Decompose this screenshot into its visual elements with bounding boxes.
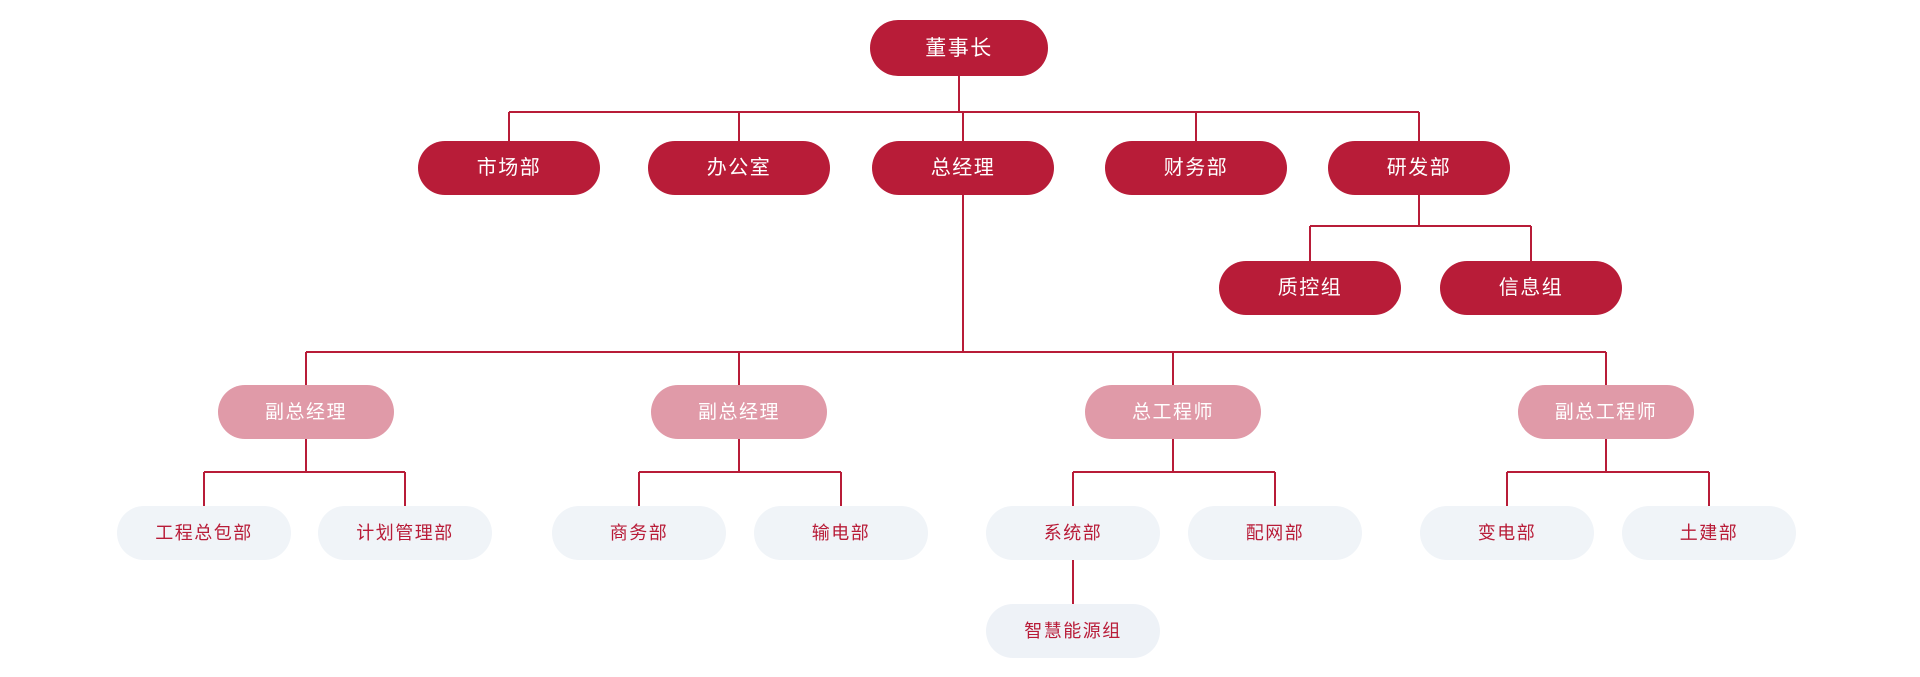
org-node-label: 副总经理 bbox=[264, 401, 347, 423]
org-node-n2[interactable]: 办公室 bbox=[648, 141, 830, 195]
org-node-label: 系统部 bbox=[1043, 523, 1103, 543]
org-node-n16[interactable]: 系统部 bbox=[986, 506, 1160, 560]
org-node-n14[interactable]: 商务部 bbox=[552, 506, 726, 560]
org-node-label: 总经理 bbox=[930, 157, 996, 179]
org-node-n19[interactable]: 土建部 bbox=[1622, 506, 1796, 560]
org-node-label: 办公室 bbox=[706, 157, 772, 179]
org-node-n18[interactable]: 变电部 bbox=[1420, 506, 1594, 560]
org-node-label: 市场部 bbox=[476, 157, 542, 179]
org-node-label: 土建部 bbox=[1679, 523, 1739, 543]
org-node-n3[interactable]: 总经理 bbox=[872, 141, 1054, 195]
org-node-n20[interactable]: 智慧能源组 bbox=[986, 604, 1160, 658]
org-node-label: 计划管理部 bbox=[356, 523, 454, 543]
org-node-n8[interactable]: 副总经理 bbox=[218, 385, 394, 439]
org-node-n4[interactable]: 财务部 bbox=[1105, 141, 1287, 195]
org-node-n17[interactable]: 配网部 bbox=[1188, 506, 1362, 560]
org-node-label: 变电部 bbox=[1477, 523, 1537, 543]
org-node-n5[interactable]: 研发部 bbox=[1328, 141, 1510, 195]
org-node-n0[interactable]: 董事长 bbox=[870, 20, 1048, 76]
org-node-label: 财务部 bbox=[1163, 157, 1229, 179]
org-node-label: 输电部 bbox=[811, 523, 871, 543]
org-node-label: 信息组 bbox=[1498, 277, 1564, 299]
org-node-label: 董事长 bbox=[925, 36, 993, 60]
org-node-n15[interactable]: 输电部 bbox=[754, 506, 928, 560]
org-node-label: 副总经理 bbox=[697, 401, 780, 423]
org-node-label: 研发部 bbox=[1386, 157, 1452, 179]
org-node-n7[interactable]: 信息组 bbox=[1440, 261, 1622, 315]
org-node-n13[interactable]: 计划管理部 bbox=[318, 506, 492, 560]
org-node-label: 配网部 bbox=[1245, 523, 1305, 543]
org-node-n9[interactable]: 副总经理 bbox=[651, 385, 827, 439]
org-node-n6[interactable]: 质控组 bbox=[1219, 261, 1401, 315]
org-node-n12[interactable]: 工程总包部 bbox=[117, 506, 291, 560]
org-node-label: 质控组 bbox=[1277, 277, 1343, 299]
org-node-label: 工程总包部 bbox=[155, 523, 253, 543]
org-node-n1[interactable]: 市场部 bbox=[418, 141, 600, 195]
org-node-label: 商务部 bbox=[609, 523, 669, 543]
org-node-label: 智慧能源组 bbox=[1024, 621, 1122, 641]
org-node-label: 总工程师 bbox=[1131, 401, 1214, 423]
org-node-n10[interactable]: 总工程师 bbox=[1085, 385, 1261, 439]
org-node-n11[interactable]: 副总工程师 bbox=[1518, 385, 1694, 439]
org-node-label: 副总工程师 bbox=[1554, 401, 1658, 423]
